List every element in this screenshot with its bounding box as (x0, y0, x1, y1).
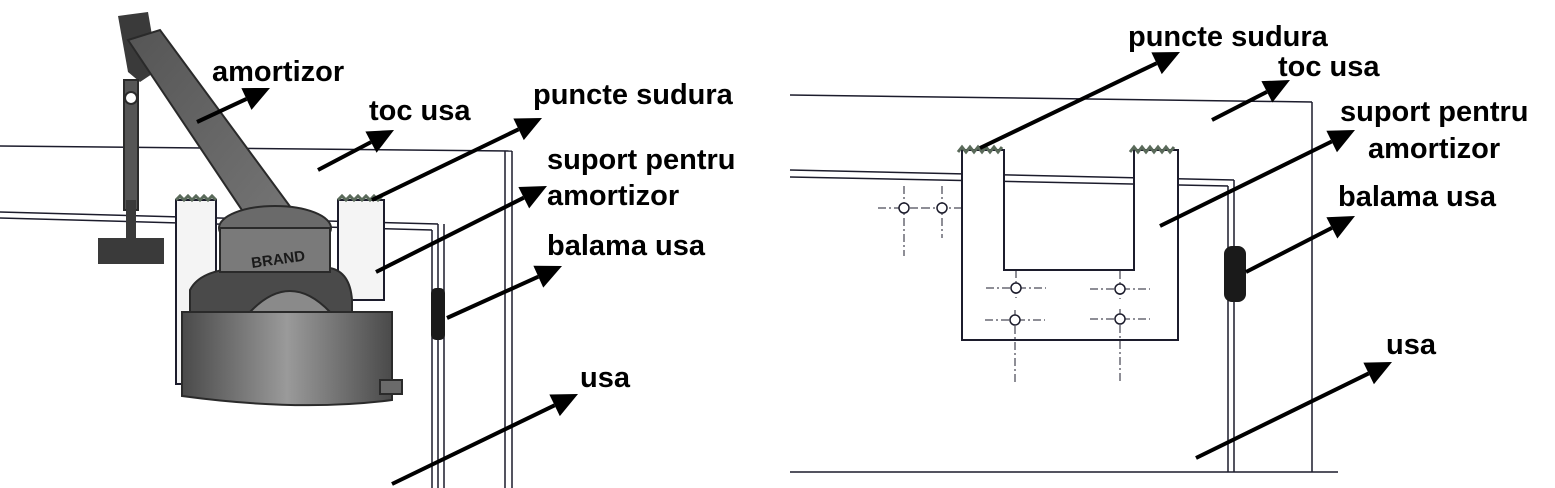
left-figure: BRAND (0, 12, 578, 488)
right-figure (789, 52, 1392, 473)
left-label-usa: usa (580, 362, 630, 394)
left-door-hinge (431, 288, 445, 340)
right-callout-arrows (979, 52, 1392, 460)
arrow-puncte-sudura (371, 118, 542, 202)
right-mounting-holes (878, 186, 1150, 382)
arrow-puncte-sudura (979, 52, 1180, 150)
right-label-puncte-sudura: puncte sudura (1128, 21, 1328, 53)
left-closer-arm (98, 12, 302, 264)
arrow-toc-usa (1211, 80, 1290, 122)
right-label-balama-usa: balama usa (1338, 181, 1496, 213)
arrow-amortizor (196, 88, 270, 124)
arrow-suport (375, 186, 547, 274)
arrow-suport (1159, 130, 1355, 228)
arrow-usa (391, 394, 578, 486)
right-door-hinge (1224, 246, 1246, 302)
right-label-suport-line2: amortizor (1368, 133, 1501, 165)
right-closer-bracket (961, 149, 1179, 341)
left-callout-arrows (196, 88, 578, 486)
left-label-puncte-sudura: puncte sudura (533, 79, 733, 111)
hole (878, 186, 930, 256)
left-label-suport-line1: suport pentru (547, 144, 736, 176)
hole (1090, 309, 1150, 381)
arrow-toc-usa (317, 130, 394, 172)
hole (985, 310, 1045, 382)
hole (922, 186, 962, 238)
right-door-frame (789, 94, 1313, 472)
left-label-suport-line2: amortizor (547, 180, 680, 212)
right-weld-points (956, 144, 1176, 155)
arrow-balama-usa (446, 265, 562, 320)
left-label-amortizor: amortizor (212, 56, 345, 88)
right-label-suport-line1: suport pentru (1340, 96, 1529, 128)
right-label-usa: usa (1386, 329, 1436, 361)
arrow-balama-usa (1245, 216, 1355, 274)
hole (986, 270, 1046, 298)
hole (1090, 271, 1150, 299)
left-label-balama-usa: balama usa (547, 230, 705, 262)
right-label-toc-usa: toc usa (1278, 51, 1380, 83)
left-door-closer: BRAND (181, 205, 403, 407)
left-label-toc-usa: toc usa (369, 95, 471, 127)
arrow-usa (1195, 362, 1392, 460)
